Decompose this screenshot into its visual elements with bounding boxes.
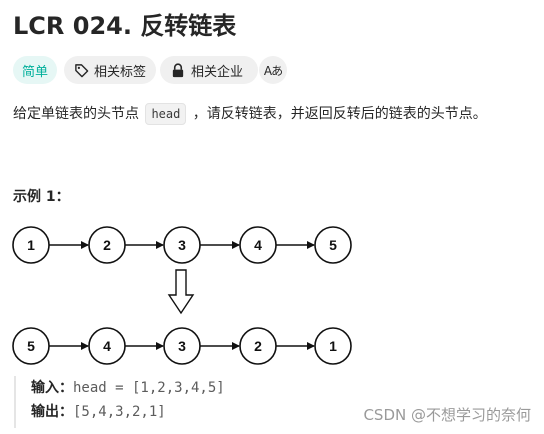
related-companies-button[interactable]: 相关企业 [160, 56, 258, 84]
original-list-node-value: 4 [254, 237, 262, 253]
reversed-list-node-value: 1 [329, 338, 337, 354]
reversed-list-node-value: 2 [254, 338, 262, 354]
example-input-line: 输入：head = [1,2,3,4,5] [31, 376, 304, 400]
example-output-line: 输出：[5,4,3,2,1] [31, 400, 304, 424]
reversed-list-node [239, 327, 277, 365]
problem-description: 给定单链表的头节点 head ，请反转链表，并返回反转后的链表的头节点。 [13, 102, 487, 126]
description-text-before: 给定单链表的头节点 [13, 106, 144, 122]
reversed-list-node [314, 327, 352, 365]
tag-icon [74, 62, 89, 78]
translate-icon: Aあ [263, 63, 283, 78]
reversed-list-node [12, 327, 50, 365]
linked-list-diagram: 1 2 3 4 5 5 4 3 2 1 [12, 226, 352, 365]
example-io-block: 输入：head = [1,2,3,4,5] 输出：[5,4,3,2,1] [14, 376, 304, 428]
example-title: 示例 1： [13, 189, 70, 205]
watermark: CSDN @不想学习的奈何 [363, 406, 531, 424]
difficulty-badge[interactable]: 简单 [13, 56, 57, 84]
original-list-node-value: 2 [103, 237, 111, 253]
original-list-node [163, 226, 201, 264]
reversed-list-node-value: 4 [103, 338, 111, 354]
reverse-arrow-icon [167, 269, 195, 315]
input-label: 输入： [31, 380, 73, 396]
translate-button[interactable]: Aあ [259, 56, 287, 84]
related-topics-label: 相关标签 [94, 64, 147, 80]
original-list-node-value: 5 [329, 237, 337, 253]
original-list-node-value: 1 [27, 237, 35, 253]
reversed-list-node-value: 5 [27, 338, 35, 354]
original-list-node [239, 226, 277, 264]
lock-icon [170, 62, 186, 78]
original-list-node-value: 3 [178, 237, 186, 253]
original-list-node [12, 226, 50, 264]
inline-code-head: head [145, 103, 187, 125]
original-list-node [88, 226, 126, 264]
original-list-row: 1 2 3 4 5 [12, 226, 352, 264]
reversed-list-row: 5 4 3 2 1 [12, 327, 352, 365]
description-text-after: ，请反转链表，并返回反转后的链表的头节点。 [188, 106, 487, 122]
reversed-list-node [163, 327, 201, 365]
reversed-list-node [88, 327, 126, 365]
problem-title: LCR 024. 反转链表 [13, 12, 237, 40]
related-topics-button[interactable]: 相关标签 [64, 56, 156, 84]
input-value: head = [1,2,3,4,5] [73, 380, 225, 396]
reversed-list-node-value: 3 [178, 338, 186, 354]
related-companies-label: 相关企业 [191, 64, 244, 80]
output-value: [5,4,3,2,1] [73, 404, 166, 420]
original-list-node [314, 226, 352, 264]
output-label: 输出： [31, 404, 73, 420]
